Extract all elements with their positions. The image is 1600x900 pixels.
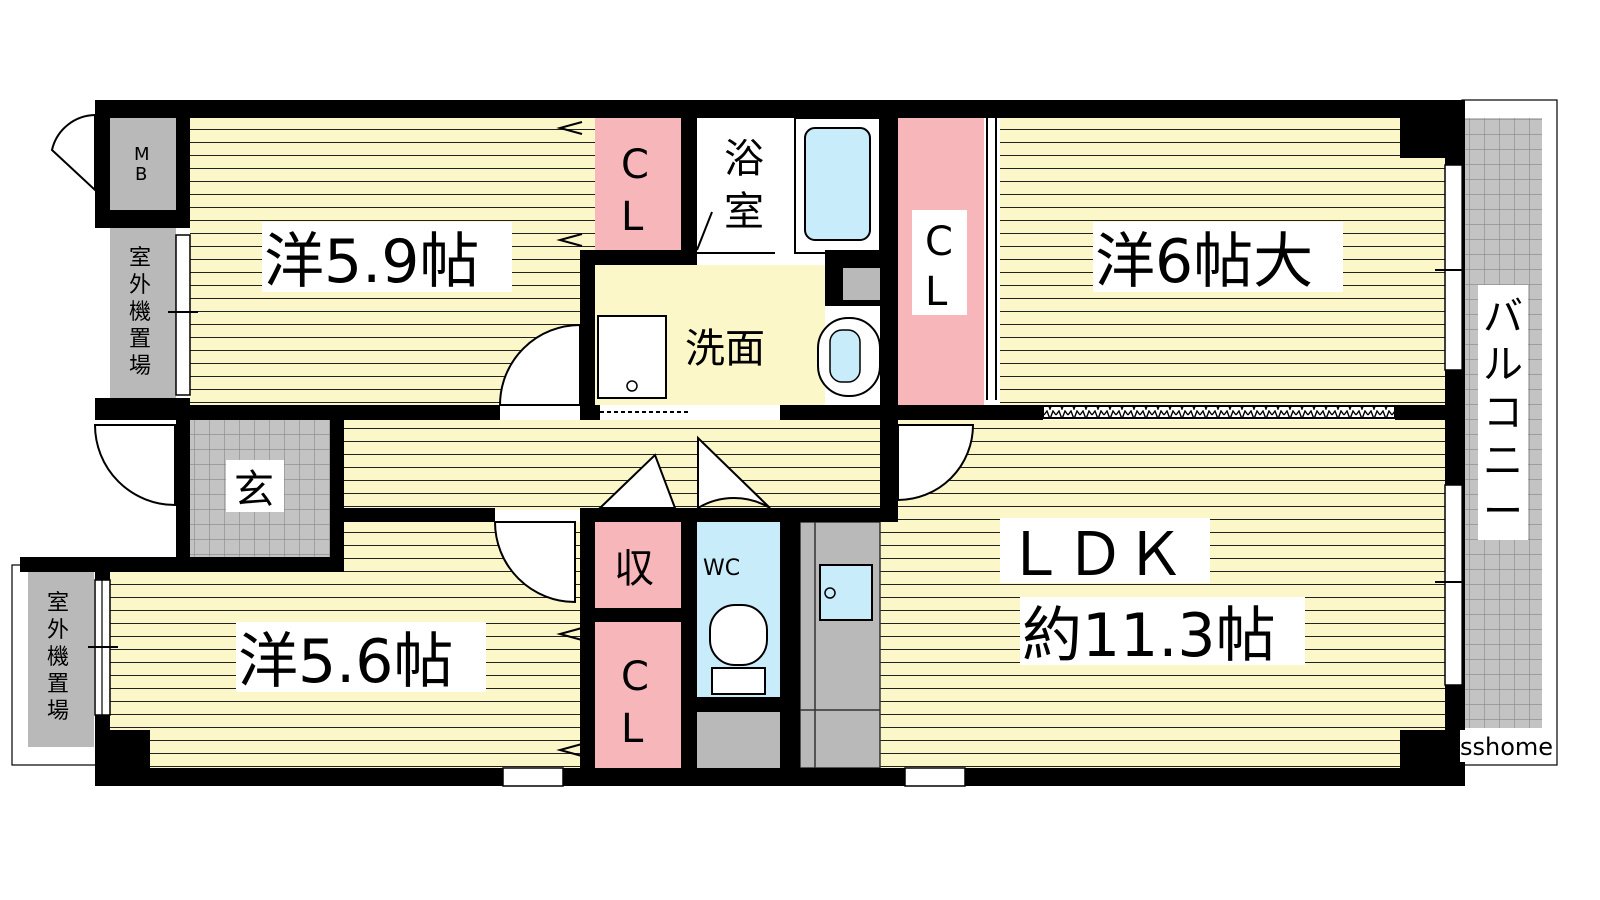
outdoor-2-fill (28, 572, 94, 747)
outdoor-1-char: 場 (129, 354, 151, 379)
bathtub-water (804, 127, 871, 241)
outdoor-2-char: 場 (47, 699, 69, 724)
label-western-1: 洋5.9帖 (264, 227, 479, 297)
label-ldk-size: 約11.3帖 (1022, 601, 1276, 671)
label-bath-2: 室 (724, 189, 764, 235)
outdoor-1-char: 置 (129, 327, 151, 352)
outdoor-1-char: 室 (129, 246, 151, 271)
outdoor-2-char: 室 (47, 591, 69, 616)
label-western-3: 洋5.6帖 (238, 627, 453, 697)
wash-basin-bowl (829, 329, 861, 383)
floor-ldk (880, 420, 1445, 768)
outdoor-1-char: 機 (129, 300, 151, 325)
label-entrance: 玄 (234, 467, 274, 513)
closet-3-fill (595, 622, 681, 768)
wc-store (697, 712, 780, 768)
mb-fill (110, 118, 176, 210)
label-mb-b: B (135, 164, 147, 185)
floors (110, 118, 1542, 768)
toilet-tank (711, 667, 766, 695)
label-outdoor-1: 室 外 機 置 場 (129, 246, 151, 379)
outdoor-2-char: 置 (47, 672, 69, 697)
balcony-char: コ (1483, 390, 1523, 436)
outdoor-1-char: 外 (129, 273, 151, 298)
storage-fill (595, 522, 681, 608)
toilet-bowl (709, 604, 768, 666)
balcony-char: ニ (1483, 438, 1523, 484)
label-closet-3-l: L (621, 706, 644, 752)
windows (94, 164, 1464, 787)
balcony-char: ー (1483, 489, 1523, 535)
room-labels: 洋5.9帖 洋6帖大 洋5.6帖 ＬＤＫ 約11.3帖 浴 室 洗面 WC 玄 … (47, 136, 1555, 762)
doors (11, 99, 1558, 766)
balcony-char: バ (1483, 294, 1523, 340)
label-washroom: 洗面 (685, 326, 765, 372)
label-closet-1-l: L (621, 194, 644, 240)
label-mb-m: M (134, 144, 150, 165)
outdoor-2-char: 外 (47, 618, 69, 643)
label-closet-2-c: C (925, 219, 953, 265)
outdoor-2-char: 機 (47, 645, 69, 670)
label-ldk: ＬＤＫ (1005, 520, 1185, 590)
label-western-2: 洋6帖大 (1095, 227, 1313, 297)
kitchen-sink-drain (824, 587, 836, 599)
label-closet-1-c: C (621, 142, 649, 188)
watermark: sshome (1460, 733, 1553, 761)
label-bath-1: 浴 (724, 136, 764, 182)
closet-1-fill (595, 118, 681, 253)
label-outdoor-2: 室 外 機 置 場 (47, 591, 69, 724)
label-closet-2-l: L (925, 269, 948, 315)
label-closet-3-c: C (621, 654, 649, 700)
washer-pan (597, 315, 667, 399)
washer-drain (626, 380, 638, 392)
kitchen-sink (819, 564, 873, 621)
label-balcony: バ ル コ ニ ー (1483, 294, 1523, 535)
kitchen-counter (799, 521, 881, 769)
label-storage: 収 (614, 546, 654, 592)
outdoor-1-fill (110, 228, 176, 398)
label-wc: WC (703, 556, 740, 581)
balcony-char: ル (1483, 342, 1523, 388)
